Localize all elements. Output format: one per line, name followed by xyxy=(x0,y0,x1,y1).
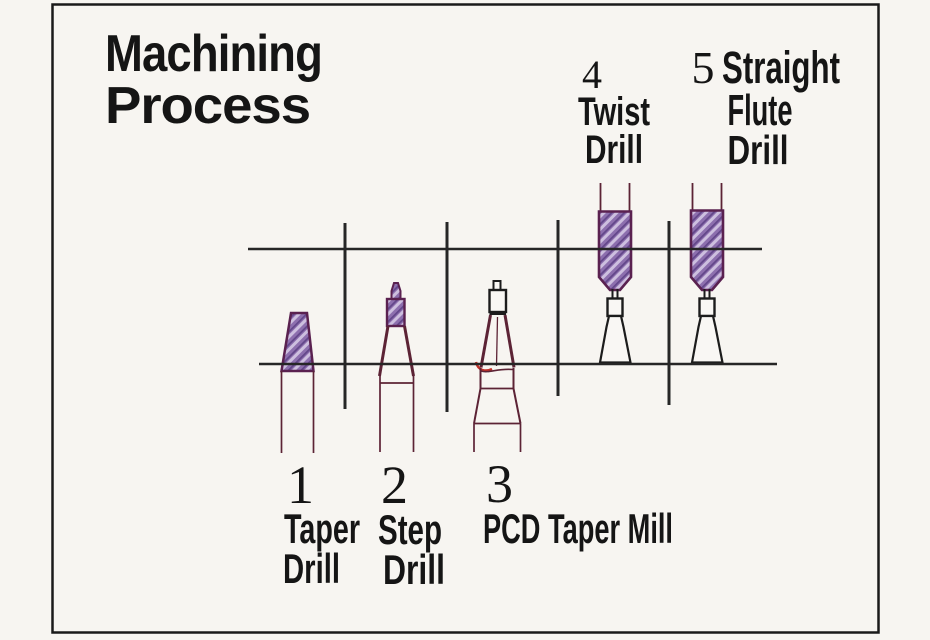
tool-5-label-line-1: Straight xyxy=(722,42,840,93)
step-drill-flare-right xyxy=(403,325,415,377)
page-title-line-1: Machining xyxy=(105,25,322,83)
taper-mill-center-edge xyxy=(495,316,499,367)
tool-5-number: 5 xyxy=(692,42,715,93)
tool-3-pcd-taper-mill xyxy=(473,280,522,452)
tool-4-twist-drill xyxy=(597,183,633,364)
twist-drill-hatched-body xyxy=(597,210,633,292)
taper-mill-taper-right xyxy=(503,314,516,368)
tool-2-number: 2 xyxy=(381,455,408,515)
tool-2-label-line-2: Drill xyxy=(383,546,445,593)
step-drill-hatched-body xyxy=(385,297,406,328)
tool-5-label-line-3: Drill xyxy=(728,127,789,173)
taper-mill-flare-right xyxy=(512,388,522,424)
reference-grid xyxy=(248,220,777,412)
taper-mill-head xyxy=(488,288,508,314)
outer-border xyxy=(51,3,880,634)
tool-4-label-line-1: Twist xyxy=(578,90,650,134)
tool-2-label-line-1: Step xyxy=(378,506,442,553)
twist-drill-collet xyxy=(606,297,624,318)
page-title-line-2: Process xyxy=(105,77,310,135)
straight-flute-drill-holder-cone xyxy=(690,314,724,364)
tool-3-label-line-1: PCD Taper Mill xyxy=(483,505,673,552)
tool-4-label-line-2: Drill xyxy=(585,128,643,172)
straight-flute-drill-collet xyxy=(698,297,716,318)
step-drill-pilot-tip xyxy=(390,282,402,300)
tool-5-straight-flute-drill xyxy=(689,183,725,364)
twist-drill-holder-cone xyxy=(598,314,632,364)
taper-mill-taper-left xyxy=(479,314,492,368)
tool-5-label-line-2: Flute xyxy=(728,86,793,135)
tool-4-number: 4 xyxy=(582,52,602,97)
tool-1-label-line-1: Taper xyxy=(284,505,360,552)
tool-1-number: 1 xyxy=(287,455,314,515)
taper-drill-hatched-tip xyxy=(280,311,315,373)
tool-1-taper-drill xyxy=(280,311,315,453)
taper-mill-wavy-joint xyxy=(480,368,514,373)
tool-1-label-line-2: Drill xyxy=(283,545,340,592)
step-drill-flare-left xyxy=(378,325,390,377)
taper-mill-flare-left xyxy=(473,388,482,424)
tool-3-number: 3 xyxy=(486,454,513,514)
taper-mill-head-band xyxy=(489,311,506,315)
tool-2-step-drill xyxy=(378,282,415,452)
taper-mill-tip-nub xyxy=(492,280,502,291)
